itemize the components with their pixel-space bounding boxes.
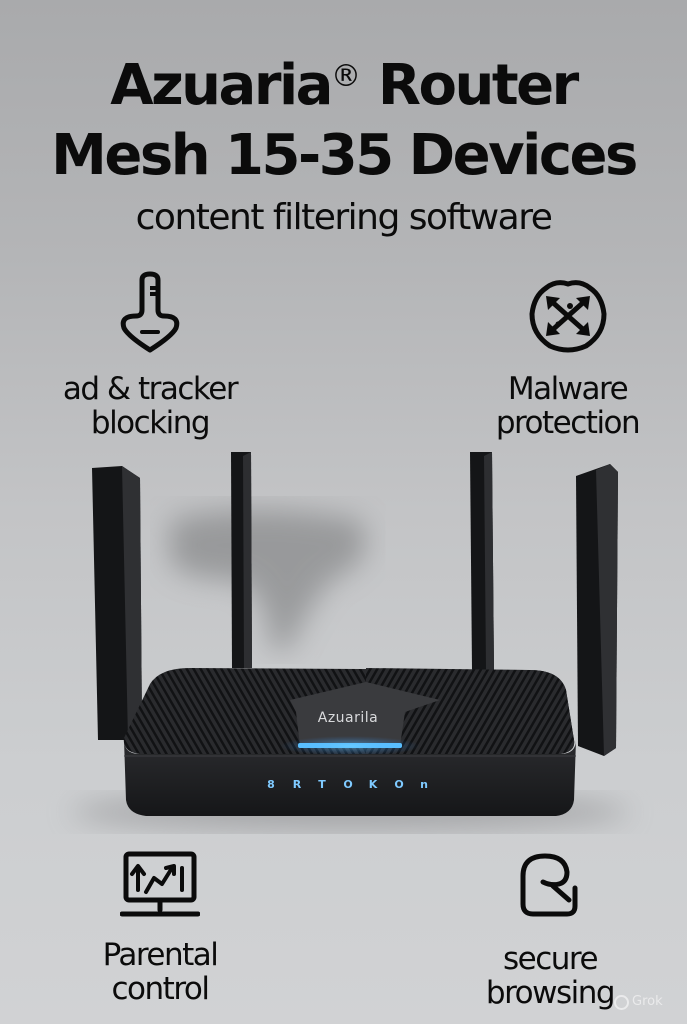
- led-indicators: 8 R T O K O n: [267, 778, 428, 791]
- grok-logo-icon: [614, 995, 629, 1010]
- registered-mark: ®: [330, 59, 361, 94]
- router-illustration: Azuarila 8 R T O K O n: [70, 452, 630, 830]
- search-shield-icon: [520, 853, 578, 917]
- feature-label-line-2: blocking: [90, 405, 211, 441]
- product-title-line-2: Mesh 15-35 Devices: [51, 123, 638, 188]
- watermark-text: Grok: [632, 994, 663, 1009]
- brand-name: Azuaria: [110, 53, 333, 118]
- feature-label-line-1: Parental: [102, 937, 219, 973]
- wall-shadow: [170, 510, 366, 650]
- led-1: 8: [267, 778, 275, 791]
- led-3: T: [318, 778, 326, 791]
- feature-label-line-1: ad & tracker: [62, 371, 239, 407]
- feature-malware-protection: Malware protection: [475, 278, 660, 440]
- router-body: Azuarila: [123, 668, 576, 816]
- feature-label-line-2: browsing: [485, 975, 616, 1011]
- router-logo: Azuarila: [318, 710, 379, 726]
- led-5: K: [369, 778, 378, 791]
- title-router-word: Router: [360, 53, 579, 118]
- feature-ad-tracker-blocking: ad & tracker blocking: [40, 270, 260, 440]
- led-4: O: [343, 778, 352, 791]
- product-subtitle: content filtering software: [135, 197, 553, 238]
- led-6: O: [394, 778, 403, 791]
- hand-pointer-icon: [120, 271, 180, 353]
- led-7: n: [420, 778, 428, 791]
- feature-label-line-1: secure: [502, 941, 599, 977]
- antenna-right-outer: [576, 464, 618, 756]
- feature-parental-control: Parental control: [70, 850, 250, 1006]
- product-title-line-1: Azuaria® Router: [0, 58, 687, 114]
- antenna-right-inner: [470, 452, 494, 670]
- grok-watermark: Grok: [614, 994, 663, 1010]
- feature-label-line-2: control: [111, 971, 210, 1007]
- shield-crossed-arrows-icon: [529, 280, 606, 353]
- monitor-chart-icon: [120, 851, 200, 917]
- antenna-left-inner: [231, 452, 252, 668]
- led-2: R: [293, 778, 302, 791]
- feature-label-line-2: protection: [495, 405, 641, 441]
- feature-label-line-1: Malware: [507, 371, 629, 407]
- feature-secure-browsing: secure browsing: [470, 850, 630, 1010]
- antenna-left-outer: [92, 466, 142, 740]
